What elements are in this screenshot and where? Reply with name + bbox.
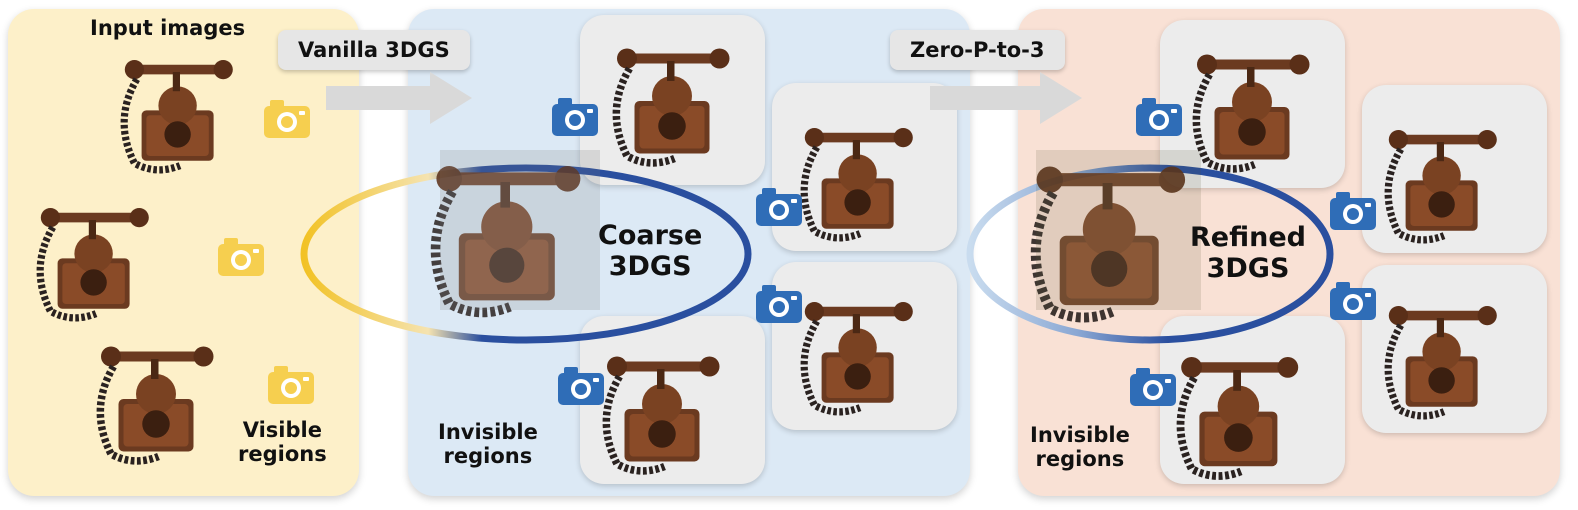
zero-p-to-3-tag: Zero-P-to-3 [890, 30, 1065, 70]
telephone-image [1388, 130, 1497, 240]
camera-icon [1136, 98, 1182, 136]
camera-icon [756, 285, 802, 323]
camera-icon [756, 188, 802, 226]
telephone-image [100, 347, 213, 461]
refined-3dgs-blob [1036, 150, 1201, 318]
camera-icon [558, 367, 604, 405]
telephone-image [40, 208, 149, 318]
camera-icon [1330, 282, 1376, 320]
camera-icon [1130, 368, 1176, 406]
arrow-icon [326, 72, 472, 124]
input-images-label: Input images [90, 16, 246, 40]
telephone-image [1388, 306, 1497, 416]
telephone-image [606, 357, 719, 471]
coarse-3dgs-blob [436, 150, 600, 312]
arrow-icon [930, 72, 1082, 124]
telephone-image [124, 60, 233, 170]
coarse-3dgs-label: Coarse 3DGS [598, 220, 703, 283]
invisible-regions-label: Invisible regions [438, 420, 538, 469]
vanilla-3dgs-tag: Vanilla 3DGS [278, 30, 470, 70]
ellipse-ring [966, 164, 1334, 344]
telephone-image [1196, 55, 1309, 169]
invisible-regions-label: Invisible regions [1030, 423, 1130, 472]
camera-icon [218, 238, 264, 276]
telephone-image [616, 49, 729, 163]
refined-3dgs-label: Refined 3DGS [1190, 222, 1306, 285]
telephone-image [804, 128, 913, 238]
telephone-image [1181, 357, 1299, 476]
visible-regions-label: Visible regions [238, 418, 327, 467]
ellipse-ring [300, 164, 752, 344]
camera-icon [1330, 192, 1376, 230]
telephone-image [804, 302, 913, 412]
camera-icon [264, 100, 310, 138]
camera-icon [268, 366, 314, 404]
camera-icon [552, 98, 598, 136]
